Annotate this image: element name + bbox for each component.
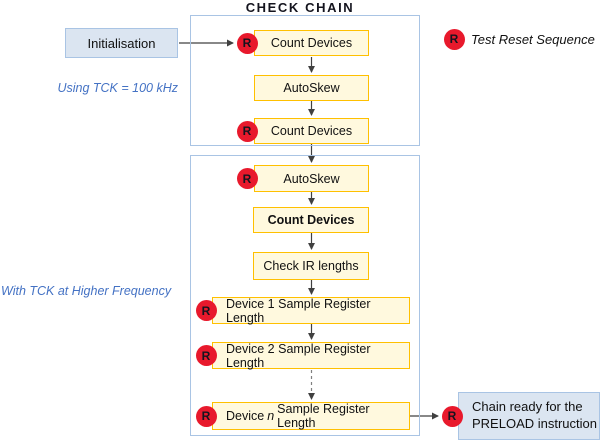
flow-box-count-devices-2: Count Devices bbox=[254, 118, 369, 144]
group-frame-high-frequency bbox=[190, 155, 420, 436]
flow-box-device-n-sample-register-length: Device n Sample Register Length bbox=[212, 402, 410, 430]
annotation-tck-higher-frequency: With TCK at Higher Frequency bbox=[1, 284, 172, 298]
reset-badge-autoskew-2: R bbox=[236, 168, 258, 189]
device-n-variable: n bbox=[267, 409, 275, 423]
reset-badge-device-n: R bbox=[195, 405, 217, 427]
flow-box-device-1-sample-register-length: Device 1 Sample Register Length bbox=[212, 297, 410, 325]
annotation-tck-100khz: Using TCK = 100 kHz bbox=[57, 81, 178, 95]
device-n-prefix: Device bbox=[226, 409, 265, 423]
page-title: CHECK CHAIN bbox=[245, 0, 355, 15]
flow-box-check-ir-lengths: Check IR lengths bbox=[253, 252, 369, 280]
flow-box-count-devices-3: Count Devices bbox=[253, 207, 369, 233]
legend-reset-badge: R bbox=[443, 28, 465, 50]
flow-box-autoskew-2: AutoSkew bbox=[254, 165, 369, 192]
reset-badge-device-2: R bbox=[195, 345, 217, 366]
flow-box-device-2-sample-register-length: Device 2 Sample Register Length bbox=[212, 342, 410, 370]
reset-badge-device-1: R bbox=[195, 300, 217, 321]
flow-box-autoskew-1: AutoSkew bbox=[254, 75, 369, 101]
legend-label: Test Reset Sequence bbox=[471, 32, 595, 47]
reset-badge-chain-ready: R bbox=[441, 405, 463, 427]
reset-badge-count-devices-1: R bbox=[236, 32, 258, 54]
flow-box-chain-ready-preload: Chain ready for the PRELOAD instruction bbox=[458, 392, 600, 440]
flow-box-count-devices-1: Count Devices bbox=[254, 30, 369, 56]
reset-badge-count-devices-2: R bbox=[236, 120, 258, 142]
flow-box-initialisation: Initialisation bbox=[65, 28, 178, 58]
group-frame-low-frequency bbox=[190, 15, 420, 146]
device-n-suffix: Sample Register Length bbox=[277, 402, 370, 430]
